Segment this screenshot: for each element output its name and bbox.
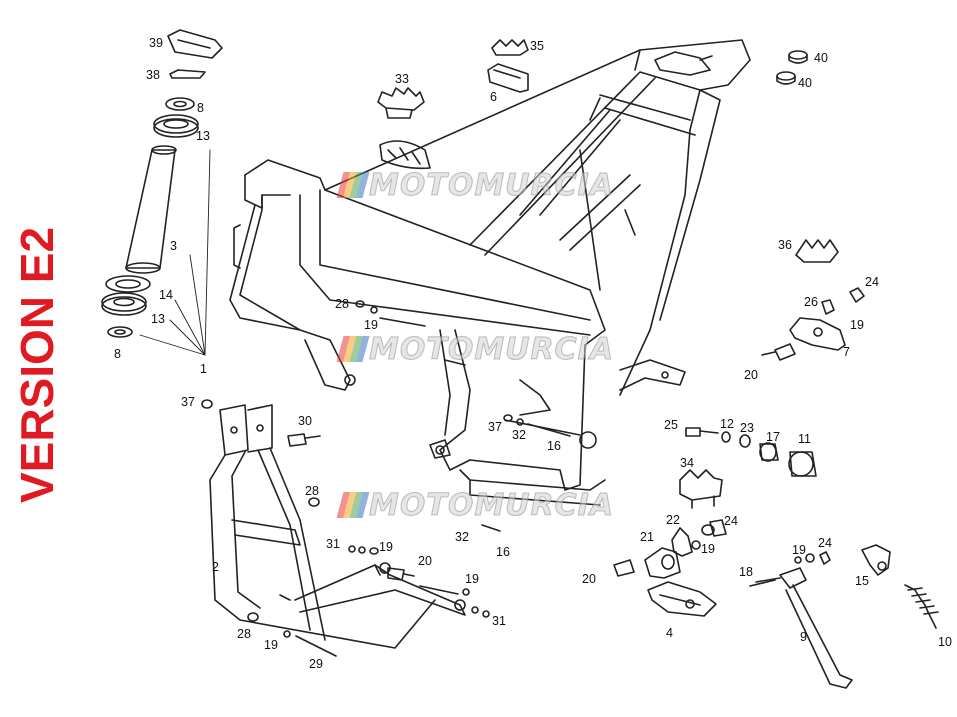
callout: 11 xyxy=(798,432,811,446)
callout: 1 xyxy=(200,362,207,376)
callout: 21 xyxy=(640,530,654,544)
watermark-text: MOTOMURCIA xyxy=(368,488,615,524)
callout: 16 xyxy=(496,545,510,559)
callout: 33 xyxy=(395,72,409,86)
callout: 20 xyxy=(418,554,432,568)
footrest-4 xyxy=(613,519,727,617)
watermark-logo-icon xyxy=(336,492,370,518)
washers-40 xyxy=(776,50,808,85)
callout: 32 xyxy=(512,428,526,442)
callout: 22 xyxy=(666,513,680,527)
callout: 10 xyxy=(938,635,952,649)
callout: 29 xyxy=(309,657,323,671)
callout: 37 xyxy=(488,420,502,434)
callout: 40 xyxy=(814,51,828,65)
side-stand-9 xyxy=(755,551,853,689)
callout: 20 xyxy=(744,368,758,382)
callout: 31 xyxy=(492,614,506,628)
callout: 39 xyxy=(149,36,163,50)
version-title: VERSION E2 xyxy=(11,226,63,504)
callout: 24 xyxy=(724,514,738,528)
callout: 9 xyxy=(800,630,807,644)
callout: 13 xyxy=(196,129,210,143)
footrest-36-7 xyxy=(761,239,865,361)
watermark-middle: MOTOMURCIA xyxy=(336,332,615,368)
callout: 4 xyxy=(666,626,673,640)
pivot-bushings xyxy=(685,427,817,477)
callout: 19 xyxy=(850,318,864,332)
callout: 19 xyxy=(465,572,479,586)
watermark-top: MOTOMURCIA xyxy=(336,168,615,204)
main-frame xyxy=(229,39,751,506)
callout: 37 xyxy=(181,395,195,409)
callout: 2 xyxy=(212,560,219,574)
callout: 3 xyxy=(170,239,177,253)
callout: 20 xyxy=(582,572,596,586)
callout: 28 xyxy=(305,484,319,498)
center-stand-2 xyxy=(209,404,466,649)
callout: 7 xyxy=(843,345,850,359)
callout: 28 xyxy=(335,297,349,311)
callout: 19 xyxy=(379,540,393,554)
callout: 6 xyxy=(490,90,497,104)
callout: 40 xyxy=(798,76,812,90)
callout: 30 xyxy=(298,414,312,428)
watermark-text: MOTOMURCIA xyxy=(368,332,615,368)
callout: 31 xyxy=(326,537,340,551)
plate-15-spring-10 xyxy=(861,544,939,629)
callout: 13 xyxy=(151,312,165,326)
callout: 8 xyxy=(114,347,121,361)
callout: 12 xyxy=(720,417,734,431)
callout: 14 xyxy=(159,288,173,302)
footrest-34 xyxy=(679,469,723,509)
steering-bearing-group xyxy=(101,29,223,338)
watermark-logo-icon xyxy=(336,172,370,198)
leader-lines-1 xyxy=(139,149,211,356)
watermark-text: MOTOMURCIA xyxy=(368,168,615,204)
callout: 35 xyxy=(530,39,544,53)
footrest-33 xyxy=(377,87,431,170)
callout: 32 xyxy=(455,530,469,544)
callout: 19 xyxy=(792,543,806,557)
watermark-logo-icon xyxy=(336,336,370,362)
callout: 26 xyxy=(804,295,818,309)
callout: 18 xyxy=(739,565,753,579)
callout: 8 xyxy=(197,101,204,115)
callout: 36 xyxy=(778,238,792,252)
callout: 24 xyxy=(818,536,832,550)
callout: 17 xyxy=(766,430,780,444)
fasteners xyxy=(201,300,815,657)
callout: 19 xyxy=(264,638,278,652)
callout: 19 xyxy=(364,318,378,332)
callout: 23 xyxy=(740,421,754,435)
watermark-bottom: MOTOMURCIA xyxy=(336,488,615,524)
callout: 19 xyxy=(701,542,715,556)
callout: 16 xyxy=(547,439,561,453)
callout: 28 xyxy=(237,627,251,641)
footrest-35-6 xyxy=(487,39,529,93)
callout: 24 xyxy=(865,275,879,289)
callout: 25 xyxy=(664,418,678,432)
callout: 15 xyxy=(855,574,869,588)
callout: 38 xyxy=(146,68,160,82)
callout: 34 xyxy=(680,456,694,470)
